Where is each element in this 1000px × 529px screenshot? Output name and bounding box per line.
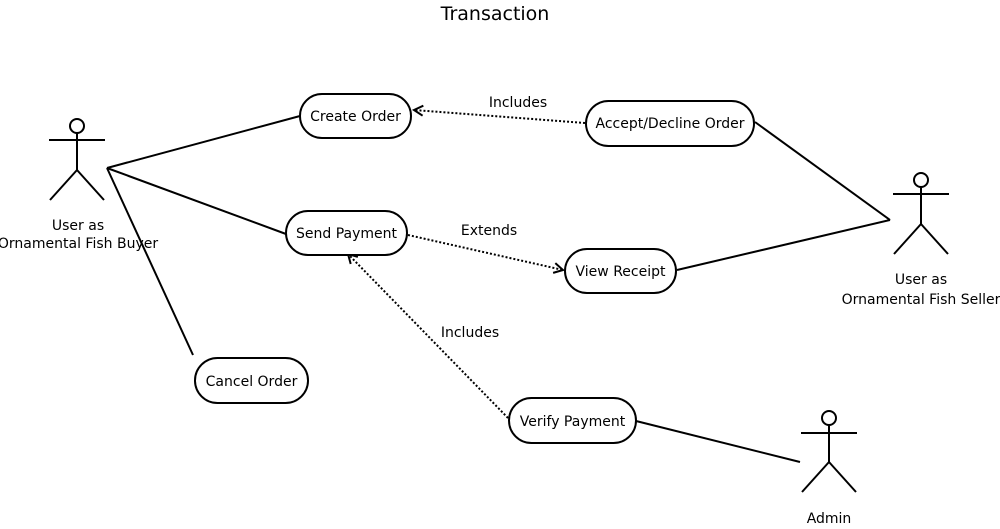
actor-admin-label: Admin: [807, 511, 852, 527]
admin-verify-payment-association: [635, 420, 801, 463]
actor-buyer-head-icon: [69, 118, 85, 134]
use-case-cancel-order-label: Cancel Order: [206, 374, 298, 390]
use-case-view-receipt-label: View Receipt: [576, 264, 666, 280]
buyer-create-order-association: [106, 115, 301, 169]
extends-label: Extends: [461, 223, 517, 239]
actor-seller-head-icon: [913, 172, 929, 188]
buyer-send-payment-association: [106, 167, 287, 235]
use-case-view-receipt[interactable]: View Receipt: [564, 248, 677, 294]
includes-label-verify: Includes: [441, 325, 499, 341]
seller-accept-order-association: [754, 121, 891, 221]
includes-arrow-accept-to-create: [414, 110, 586, 124]
buyer-cancel-order-association: [106, 167, 194, 356]
actor-seller-label-line2: Ornamental Fish Seller: [842, 292, 1000, 308]
actor-buyer[interactable]: User as Ornamental Fish Buyer: [0, 118, 158, 252]
use-case-verify-payment-label: Verify Payment: [520, 414, 626, 430]
actor-admin-head-icon: [821, 410, 837, 426]
use-case-send-payment-label: Send Payment: [296, 226, 398, 242]
actor-buyer-label-line1: User as: [52, 218, 104, 234]
use-case-send-payment[interactable]: Send Payment: [285, 210, 408, 256]
use-case-cancel-order[interactable]: Cancel Order: [194, 357, 309, 404]
use-case-accept-decline-order-label: Accept/Decline Order: [595, 116, 744, 132]
actor-admin[interactable]: Admin: [801, 410, 857, 527]
actor-seller-label-line1: User as: [895, 272, 947, 288]
use-case-accept-decline-order[interactable]: Accept/Decline Order: [585, 100, 755, 147]
use-case-create-order[interactable]: Create Order: [299, 93, 412, 139]
extends-arrow-send-to-view: [407, 234, 563, 270]
actor-buyer-label-line2: Ornamental Fish Buyer: [0, 236, 158, 252]
includes-label-create: Includes: [489, 95, 547, 111]
use-case-create-order-label: Create Order: [310, 109, 401, 125]
use-case-verify-payment[interactable]: Verify Payment: [508, 397, 637, 444]
seller-view-receipt-association: [676, 219, 891, 271]
actor-seller[interactable]: User as Ornamental Fish Seller: [842, 172, 1000, 308]
diagram-title: Transaction: [440, 3, 550, 25]
